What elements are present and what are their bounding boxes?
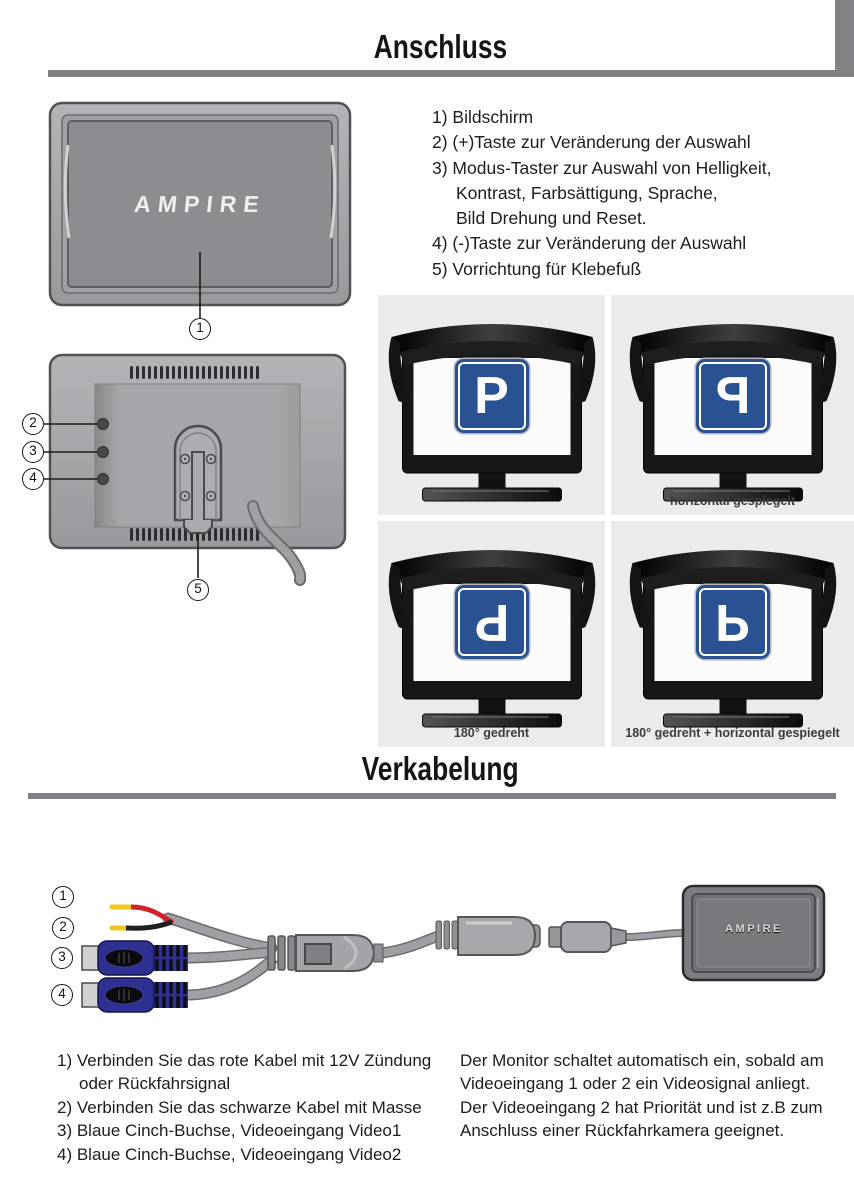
note-line: Der Monitor schaltet automatisch ein, so… bbox=[460, 1051, 824, 1070]
orientation-cell-rotated: P 180° gedreht bbox=[378, 521, 605, 747]
note-line: Der Videoeingang 2 hat Priorität und ist… bbox=[460, 1097, 823, 1117]
legend-line: Bild Drehung und Reset. bbox=[456, 208, 647, 229]
sign-letter: P bbox=[715, 593, 750, 651]
sign-letter: P bbox=[474, 367, 509, 425]
orientation-cell-rotated-mirrored: P 180° gedreht + horizontal gespiegelt bbox=[611, 521, 854, 747]
cable-junction bbox=[267, 934, 384, 972]
legend-line: 4) Blaue Cinch-Buchse, Videoeingang Vide… bbox=[57, 1144, 402, 1164]
note-line: Videoeingang 1 oder 2 ein Videosignal an… bbox=[460, 1074, 811, 1094]
callout-5-mount: 5 bbox=[187, 579, 209, 601]
rear-monitor-art bbox=[44, 353, 347, 586]
parking-sign: P bbox=[695, 359, 770, 433]
orientation-caption: 180° gedreht bbox=[453, 726, 530, 740]
orientation-caption: 180° gedreht + horizontal gespiegelt bbox=[625, 726, 840, 740]
button-minus bbox=[97, 473, 109, 485]
section-rule-anschluss bbox=[48, 70, 835, 77]
anschluss-legend: 1) Bildschirm 2) (+)Taste zur Veränderun… bbox=[432, 105, 842, 282]
orientation-grid: P P horizontal gespiegelt P 180° gedreht… bbox=[378, 295, 854, 747]
orientation-cell-mirrored: P horizontal gespiegelt bbox=[611, 295, 854, 515]
verkabelung-legend: 1) Verbinden Sie das rote Kabel mit 12V … bbox=[57, 1049, 457, 1166]
orientation-caption: horizontal gespiegelt bbox=[669, 494, 795, 508]
orientation-cell-normal: P bbox=[378, 295, 605, 515]
legend-line: 4) (-)Taste zur Veränderung der Auswahl bbox=[432, 233, 747, 254]
callout-1-screen: 1 bbox=[189, 318, 211, 340]
button-plus bbox=[97, 418, 109, 430]
legend-line: 3) Blaue Cinch-Buchse, Videoeingang Vide… bbox=[57, 1121, 402, 1141]
section-title-anschluss-text: Anschluss bbox=[373, 28, 507, 65]
cinch-connector-video1 bbox=[81, 940, 188, 976]
parking-sign: P bbox=[454, 359, 529, 433]
section-title-verkabelung-text: Verkabelung bbox=[361, 750, 519, 787]
callout-2-plus-button: 2 bbox=[22, 413, 44, 435]
connector-plugs bbox=[435, 916, 627, 956]
rear-cable bbox=[249, 502, 305, 584]
callout-3-mode-button: 3 bbox=[22, 441, 44, 463]
section-title-anschluss: Anschluss bbox=[13, 28, 854, 66]
auto-switch-note: Der Monitor schaltet automatisch ein, so… bbox=[460, 1049, 852, 1143]
vent-slots-top bbox=[130, 366, 259, 379]
legend-line: oder Rückfahrsignal bbox=[79, 1074, 231, 1094]
mount-bracket-art bbox=[173, 424, 223, 534]
cinch-connector-video2 bbox=[81, 977, 188, 1013]
legend-line: 5) Vorrichtung für Klebefuß bbox=[432, 258, 642, 279]
wiring-art bbox=[81, 884, 826, 1013]
parking-sign: P bbox=[695, 585, 770, 659]
sign-letter: P bbox=[715, 367, 750, 425]
parking-sign: P bbox=[454, 585, 529, 659]
callout-2-ground-wire: 2 bbox=[52, 917, 74, 939]
note-line: Anschluss einer Rückfahrkamera geeignet. bbox=[460, 1121, 785, 1141]
interface-box-brand-logo: AMPIRE bbox=[725, 922, 783, 935]
callout-3-video1-plug: 3 bbox=[51, 947, 73, 969]
legend-line: 2) (+)Taste zur Veränderung der Auswahl bbox=[432, 132, 751, 153]
section-rule-verkabelung bbox=[28, 793, 836, 799]
corner-bar bbox=[835, 0, 854, 77]
section-title-verkabelung: Verkabelung bbox=[13, 750, 854, 788]
callout-4-minus-button: 4 bbox=[22, 468, 44, 490]
legend-line: Kontrast, Farbsättigung, Sprache, bbox=[456, 182, 718, 203]
legend-line: 1) Bildschirm bbox=[432, 107, 534, 127]
black-wire bbox=[125, 919, 173, 931]
callout-1-power-wire: 1 bbox=[52, 886, 74, 908]
button-mode bbox=[97, 446, 109, 458]
legend-line: 1) Verbinden Sie das rote Kabel mit 12V … bbox=[57, 1051, 432, 1070]
callout-4-video2-plug: 4 bbox=[51, 984, 73, 1006]
front-screen-brand-logo: AMPIRE bbox=[132, 191, 268, 217]
interface-box bbox=[681, 884, 826, 982]
legend-line: 3) Modus-Taster zur Auswahl von Helligke… bbox=[432, 157, 772, 178]
legend-line: 2) Verbinden Sie das schwarze Kabel mit … bbox=[57, 1097, 422, 1117]
sign-letter: P bbox=[474, 593, 509, 651]
front-monitor-art bbox=[48, 101, 352, 318]
